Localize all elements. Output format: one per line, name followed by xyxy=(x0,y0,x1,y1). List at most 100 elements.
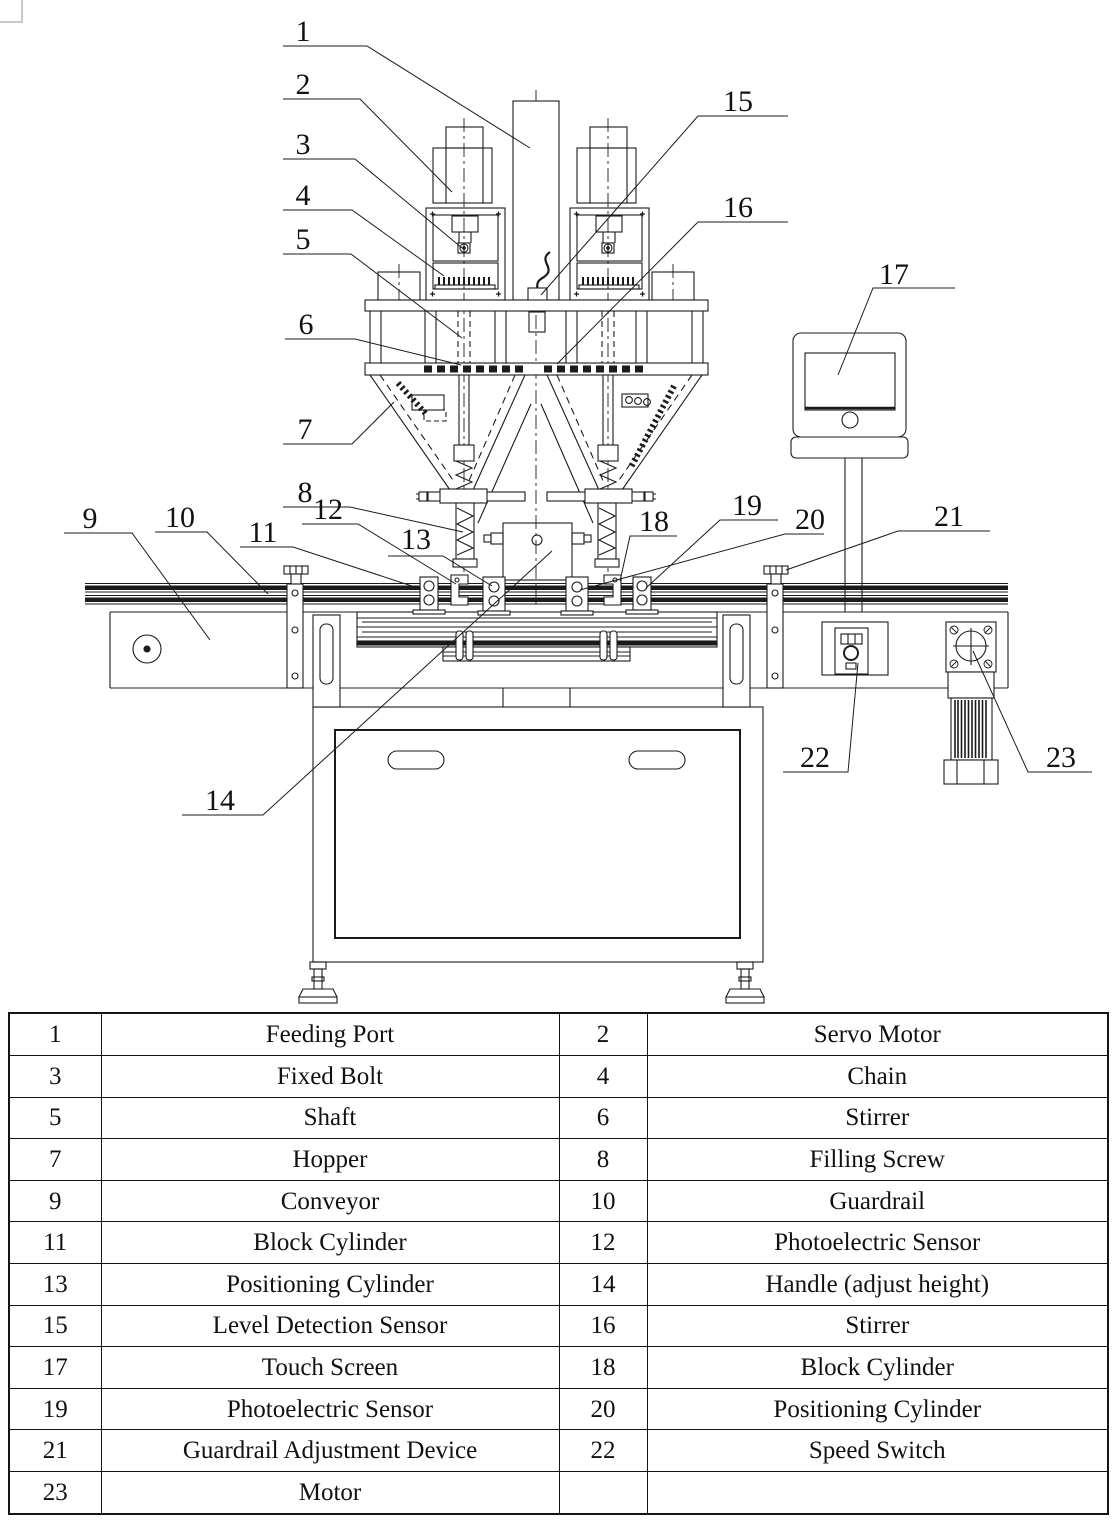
callout-number-6: 6 xyxy=(299,308,314,341)
hopper-right xyxy=(546,374,703,491)
part-name-cell: Photoelectric Sensor xyxy=(646,1221,1109,1264)
page-corner-mark xyxy=(0,0,23,23)
base-columns xyxy=(312,614,751,708)
callout-number-1: 1 xyxy=(296,15,311,48)
part-name-cell: Positioning Cylinder xyxy=(646,1387,1109,1431)
callout-leader-9 xyxy=(64,532,211,641)
part-name-cell: Touch Screen xyxy=(100,1346,560,1389)
callout-number-19: 19 xyxy=(732,489,762,522)
callout-leader-3 xyxy=(283,158,463,249)
foot-right xyxy=(725,961,765,1004)
callout-number-5: 5 xyxy=(296,223,311,256)
part-number-cell: 13 xyxy=(8,1262,102,1306)
part-name-cell: Filling Screw xyxy=(646,1138,1109,1181)
part-name-cell: Block Cylinder xyxy=(100,1221,560,1264)
callout-number-10: 10 xyxy=(165,501,195,534)
conveyor xyxy=(109,611,1009,689)
part-name-cell: Shaft xyxy=(100,1096,560,1140)
part-name-cell: Handle (adjust height) xyxy=(646,1262,1109,1306)
callout-leader-4 xyxy=(283,209,445,277)
callout-number-21: 21 xyxy=(934,500,964,533)
callout-number-4: 4 xyxy=(296,179,311,212)
part-number-cell: 10 xyxy=(558,1179,648,1223)
part-name-cell: Motor xyxy=(100,1471,560,1515)
drive-motor xyxy=(943,621,999,785)
callout-leader-11 xyxy=(240,546,422,590)
foot-left xyxy=(298,961,338,1004)
part-name-cell: Servo Motor xyxy=(646,1012,1109,1056)
part-number-cell: 11 xyxy=(8,1221,102,1264)
part-number-cell: 18 xyxy=(558,1346,648,1389)
part-number-cell: 21 xyxy=(8,1429,102,1472)
machine-frame xyxy=(364,271,709,376)
part-number-cell: 14 xyxy=(558,1262,648,1306)
guardrail-adjuster-left xyxy=(283,565,309,689)
callout-leader-14 xyxy=(182,550,553,816)
part-number-cell: 8 xyxy=(558,1138,648,1181)
callout-leader-22 xyxy=(783,662,859,773)
callout-leader-17 xyxy=(837,287,955,376)
part-name-cell: Positioning Cylinder xyxy=(100,1262,560,1306)
rotary-table xyxy=(356,611,718,662)
part-number-cell: 19 xyxy=(8,1387,102,1431)
callout-number-9: 9 xyxy=(83,502,98,535)
callout-number-12: 12 xyxy=(313,493,343,526)
part-number-cell: 22 xyxy=(558,1429,648,1472)
callout-number-16: 16 xyxy=(723,191,753,224)
part-name-cell: Chain xyxy=(646,1054,1109,1098)
part-number-cell: 17 xyxy=(8,1346,102,1389)
part-number-cell: 1 xyxy=(8,1012,102,1056)
cylinder-group-right xyxy=(560,574,659,616)
part-name-cell: Photoelectric Sensor xyxy=(100,1387,560,1431)
part-name-cell: Block Cylinder xyxy=(646,1346,1109,1389)
part-number-cell: 2 xyxy=(558,1012,648,1056)
screen-button xyxy=(841,411,859,429)
callout-number-14: 14 xyxy=(205,784,235,817)
callout-leader-7 xyxy=(283,401,395,445)
part-name-cell: Guardrail Adjustment Device xyxy=(100,1429,560,1472)
part-name-cell: Hopper xyxy=(100,1138,560,1181)
part-number-cell: 4 xyxy=(558,1054,648,1098)
callout-leader-23 xyxy=(972,650,1092,773)
callout-number-13: 13 xyxy=(401,523,431,556)
callout-leader-20 xyxy=(579,533,824,591)
callout-leader-10 xyxy=(155,531,269,595)
part-number-cell: 3 xyxy=(8,1054,102,1098)
callout-number-20: 20 xyxy=(795,503,825,536)
door-handle-left xyxy=(387,750,445,770)
part-name-cell: Level Detection Sensor xyxy=(100,1304,560,1348)
callout-leader-15 xyxy=(540,115,788,296)
filling-screw-right xyxy=(546,375,656,568)
guardrail xyxy=(85,582,1008,605)
filling-head-right xyxy=(569,126,650,301)
part-name-cell: Conveyor xyxy=(100,1179,560,1223)
part-name-cell: Guardrail xyxy=(646,1179,1109,1223)
guardrail-adjuster-right xyxy=(763,565,789,689)
part-name-cell: Stirrer xyxy=(646,1304,1109,1348)
cylinder-group-left xyxy=(412,574,511,616)
callout-number-17: 17 xyxy=(879,258,909,291)
callout-leader-5 xyxy=(283,253,463,339)
callout-number-23: 23 xyxy=(1046,741,1076,774)
hopper-left xyxy=(369,374,526,491)
callout-leader-21 xyxy=(785,530,990,571)
part-name-cell xyxy=(646,1471,1109,1515)
part-name-cell: Fixed Bolt xyxy=(100,1054,560,1098)
part-name-cell: Stirrer xyxy=(646,1096,1109,1140)
cabinet xyxy=(312,687,764,963)
filling-head-left xyxy=(425,126,506,301)
callout-number-15: 15 xyxy=(723,85,753,118)
